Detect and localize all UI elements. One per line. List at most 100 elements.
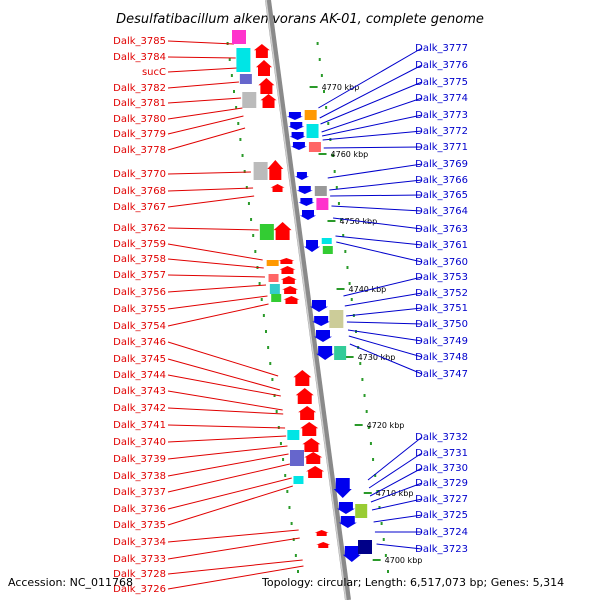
- gene-label-right[interactable]: Dalk_3748: [415, 352, 468, 363]
- gene-label-left[interactable]: Dalk_3770: [113, 169, 166, 180]
- feature-block[interactable]: [334, 346, 347, 360]
- gene-label-left[interactable]: Dalk_3744: [113, 370, 166, 381]
- feature-block[interactable]: [242, 92, 257, 108]
- feature-block[interactable]: [306, 124, 319, 138]
- feature-block[interactable]: [271, 294, 282, 302]
- gene-arrow-reverse[interactable]: [290, 142, 307, 150]
- gene-arrow-reverse[interactable]: [300, 210, 316, 220]
- feature-block[interactable]: [322, 246, 333, 254]
- gene-arrow-forward[interactable]: [316, 542, 331, 548]
- gene-label-right[interactable]: Dalk_3766: [415, 175, 468, 186]
- gene-arrow-reverse[interactable]: [289, 132, 306, 140]
- gene-arrow-forward[interactable]: [280, 276, 297, 284]
- gene-arrow-reverse[interactable]: [314, 330, 332, 342]
- gene-label-left[interactable]: Dalk_3740: [113, 437, 166, 448]
- gene-label-right[interactable]: Dalk_3750: [415, 319, 468, 330]
- gene-label-right[interactable]: Dalk_3749: [415, 336, 468, 347]
- gene-arrow-forward[interactable]: [295, 388, 314, 404]
- gene-label-right[interactable]: Dalk_3731: [415, 448, 468, 459]
- gene-label-right[interactable]: Dalk_3773: [415, 110, 468, 121]
- gene-label-right[interactable]: Dalk_3751: [415, 303, 468, 314]
- gene-label-left[interactable]: Dalk_3738: [113, 471, 166, 482]
- gene-label-right[interactable]: Dalk_3730: [415, 463, 468, 474]
- gene-label-right[interactable]: Dalk_3725: [415, 510, 468, 521]
- gene-arrow-forward[interactable]: [314, 530, 329, 536]
- gene-label-left[interactable]: Dalk_3726: [113, 584, 166, 595]
- gene-label-left[interactable]: sucC: [142, 67, 166, 78]
- gene-arrow-reverse[interactable]: [342, 546, 361, 562]
- gene-arrow-reverse[interactable]: [338, 516, 357, 528]
- gene-label-right[interactable]: Dalk_3777: [415, 43, 468, 54]
- gene-arrow-reverse[interactable]: [304, 240, 320, 252]
- gene-arrow-forward[interactable]: [298, 406, 317, 420]
- gene-label-right[interactable]: Dalk_3732: [415, 432, 468, 443]
- gene-arrow-forward[interactable]: [253, 44, 270, 58]
- gene-label-right[interactable]: Dalk_3747: [415, 369, 468, 380]
- feature-block[interactable]: [287, 430, 300, 440]
- gene-arrow-forward[interactable]: [267, 160, 284, 180]
- gene-label-left[interactable]: Dalk_3762: [113, 223, 166, 234]
- gene-arrow-reverse[interactable]: [336, 502, 355, 514]
- gene-label-left[interactable]: Dalk_3780: [113, 114, 166, 125]
- gene-label-left[interactable]: Dalk_3736: [113, 504, 166, 515]
- feature-block[interactable]: [321, 238, 332, 244]
- gene-arrow-reverse[interactable]: [296, 186, 313, 194]
- gene-arrow-forward[interactable]: [282, 286, 299, 294]
- gene-label-left[interactable]: Dalk_3759: [113, 239, 166, 250]
- gene-arrow-forward[interactable]: [302, 438, 321, 452]
- gene-arrow-reverse[interactable]: [333, 478, 352, 498]
- gene-label-left[interactable]: Dalk_3754: [113, 321, 166, 332]
- gene-arrow-forward[interactable]: [260, 94, 277, 108]
- gene-arrow-forward[interactable]: [258, 78, 275, 94]
- gene-label-right[interactable]: Dalk_3723: [415, 544, 468, 555]
- gene-label-left[interactable]: Dalk_3778: [113, 145, 166, 156]
- gene-label-left[interactable]: Dalk_3742: [113, 403, 166, 414]
- feature-block[interactable]: [304, 110, 317, 120]
- gene-arrow-forward[interactable]: [300, 422, 319, 436]
- feature-block[interactable]: [355, 504, 368, 518]
- gene-label-right[interactable]: Dalk_3760: [415, 257, 468, 268]
- feature-block[interactable]: [314, 186, 327, 196]
- gene-arrow-forward[interactable]: [279, 266, 296, 274]
- gene-label-right[interactable]: Dalk_3729: [415, 478, 468, 489]
- gene-label-right[interactable]: Dalk_3724: [415, 527, 468, 538]
- gene-label-left[interactable]: Dalk_3785: [113, 36, 166, 47]
- gene-label-right[interactable]: Dalk_3769: [415, 159, 468, 170]
- feature-block[interactable]: [236, 48, 251, 72]
- gene-label-left[interactable]: Dalk_3734: [113, 537, 166, 548]
- gene-label-right[interactable]: Dalk_3761: [415, 240, 468, 251]
- gene-arrow-reverse[interactable]: [312, 316, 331, 326]
- gene-label-right[interactable]: Dalk_3764: [415, 206, 468, 217]
- feature-block[interactable]: [358, 540, 372, 554]
- gene-arrow-reverse[interactable]: [286, 112, 303, 120]
- feature-block[interactable]: [269, 284, 280, 294]
- feature-block[interactable]: [308, 142, 321, 152]
- gene-label-right[interactable]: Dalk_3771: [415, 142, 468, 153]
- gene-label-right[interactable]: Dalk_3763: [415, 224, 468, 235]
- gene-label-right[interactable]: Dalk_3752: [415, 288, 468, 299]
- gene-label-left[interactable]: Dalk_3767: [113, 202, 166, 213]
- gene-label-right[interactable]: Dalk_3765: [415, 190, 468, 201]
- gene-label-right[interactable]: Dalk_3772: [415, 126, 468, 137]
- gene-arrow-forward[interactable]: [270, 184, 285, 192]
- gene-label-left[interactable]: Dalk_3779: [113, 129, 166, 140]
- gene-arrow-forward[interactable]: [293, 370, 312, 386]
- gene-label-left[interactable]: Dalk_3758: [113, 254, 166, 265]
- gene-label-right[interactable]: Dalk_3775: [415, 77, 468, 88]
- gene-arrow-reverse[interactable]: [310, 300, 328, 312]
- gene-label-left[interactable]: Dalk_3728: [113, 569, 166, 580]
- gene-arrow-reverse[interactable]: [294, 172, 309, 180]
- feature-block[interactable]: [329, 310, 344, 328]
- gene-label-left[interactable]: Dalk_3768: [113, 186, 166, 197]
- feature-block[interactable]: [290, 450, 304, 466]
- gene-label-left[interactable]: Dalk_3757: [113, 270, 166, 281]
- gene-label-left[interactable]: Dalk_3781: [113, 98, 166, 109]
- gene-label-left[interactable]: Dalk_3733: [113, 554, 166, 565]
- gene-arrow-forward[interactable]: [306, 466, 325, 478]
- gene-label-left[interactable]: Dalk_3755: [113, 304, 166, 315]
- gene-label-right[interactable]: Dalk_3774: [415, 93, 468, 104]
- gene-arrow-forward[interactable]: [278, 258, 295, 264]
- gene-label-right[interactable]: Dalk_3727: [415, 494, 468, 505]
- gene-arrow-reverse[interactable]: [316, 346, 335, 360]
- gene-label-left[interactable]: Dalk_3746: [113, 337, 166, 348]
